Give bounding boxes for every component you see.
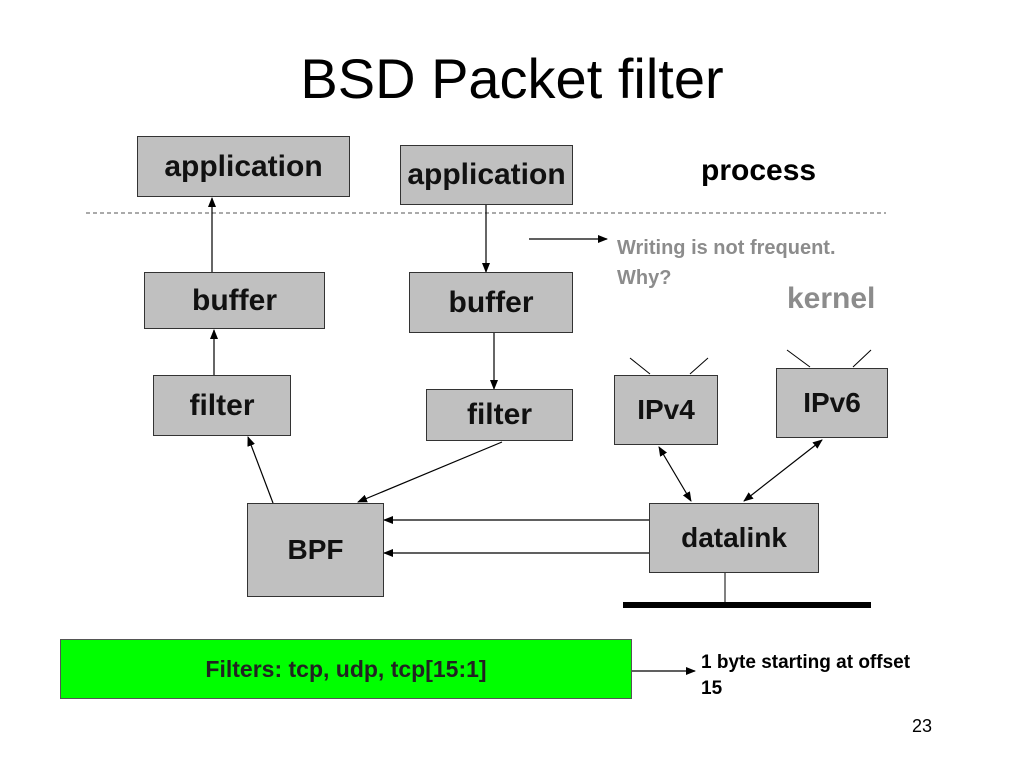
page-number: 23	[912, 716, 933, 736]
ipv4-antenna-right	[689, 357, 709, 375]
ipv4-box: IPv4	[614, 375, 718, 445]
filters-text: Filters: tcp, udp, tcp[15:1]	[205, 655, 487, 682]
filter-box-left: filter	[153, 375, 291, 436]
arrow-filter-to-bpf	[357, 441, 503, 503]
buffer-box-right: buffer	[409, 272, 573, 333]
datalink-box: datalink	[649, 503, 819, 573]
filter-box-right: filter	[426, 389, 573, 441]
filters-bar: Filters: tcp, udp, tcp[15:1]	[60, 639, 632, 699]
bpf-box: BPF	[247, 503, 384, 597]
slide-title: BSD Packet filter	[300, 47, 724, 110]
arrow-ipv6-datalink	[743, 439, 823, 502]
ipv4-antenna-left	[629, 357, 651, 375]
buffer-box-left: buffer	[144, 272, 325, 329]
writing-note-line1: Writing is not frequent.	[617, 237, 836, 259]
application-box-right: application	[400, 145, 573, 205]
offset-note: 1 byte starting at offset 15	[701, 650, 910, 702]
ipv6-box: IPv6	[776, 368, 888, 438]
process-label: process	[701, 154, 817, 187]
ipv6-antenna-right	[852, 349, 872, 368]
ipv6-antenna-left	[786, 349, 811, 368]
writing-note-line2: Why?	[617, 267, 672, 289]
arrow-bpf-to-filter-left	[247, 436, 274, 504]
application-box-left: application	[137, 136, 350, 197]
offset-note-line1: 1 byte starting at offset	[701, 652, 911, 673]
arrow-ipv4-datalink	[658, 446, 692, 502]
offset-note-line2: 15	[701, 678, 723, 699]
writing-note: Writing is not frequent. Why?	[617, 233, 836, 293]
kernel-label: kernel	[787, 282, 876, 315]
